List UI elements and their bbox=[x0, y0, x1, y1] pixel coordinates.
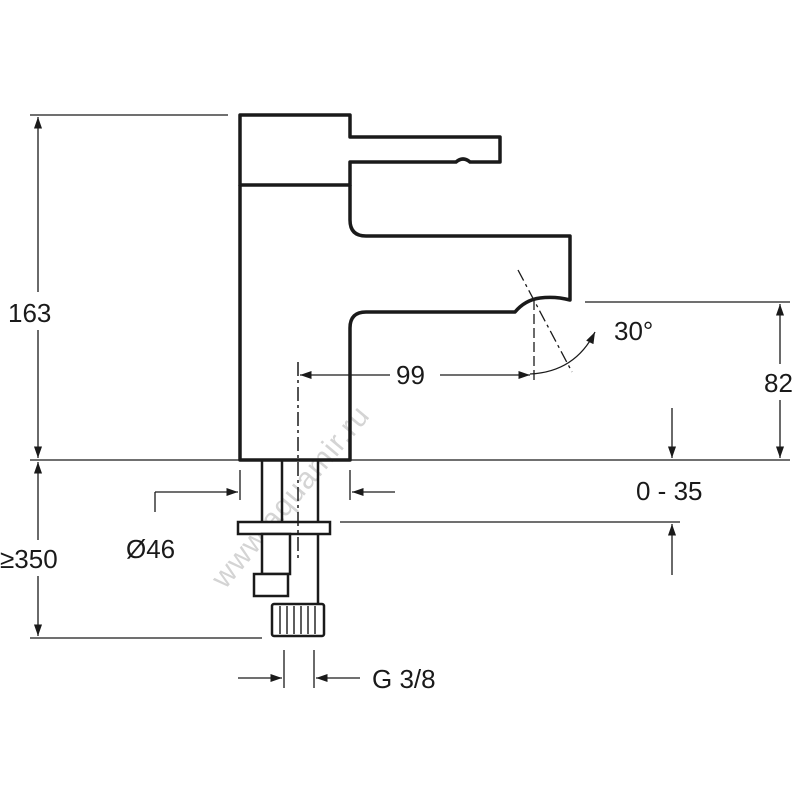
dimension-body-diameter: Ø46 bbox=[126, 470, 395, 564]
dimension-spout-height: 82 bbox=[585, 301, 800, 458]
dimension-spout-angle: 30° bbox=[517, 269, 653, 380]
below-deck-label: ≥350 bbox=[0, 544, 58, 574]
mounting-assembly bbox=[236, 460, 332, 638]
body-diameter-label: Ø46 bbox=[126, 534, 175, 564]
dimension-below-deck: ≥350 bbox=[0, 462, 262, 639]
dimension-thread-size: G 3/8 bbox=[238, 650, 436, 694]
dimension-spout-reach: 99 bbox=[300, 358, 530, 390]
spout-reach-label: 99 bbox=[396, 360, 425, 390]
spout-angle-label: 30° bbox=[614, 316, 653, 346]
dimension-height-total: 163 bbox=[4, 114, 228, 458]
spout-height-label: 82 bbox=[764, 368, 793, 398]
deck-thickness-label: 0 - 35 bbox=[636, 476, 703, 506]
faucet-body bbox=[238, 113, 572, 462]
height-total-label: 163 bbox=[8, 298, 51, 328]
thread-size-label: G 3/8 bbox=[372, 664, 436, 694]
dimension-deck-thickness: 0 - 35 bbox=[340, 408, 703, 575]
